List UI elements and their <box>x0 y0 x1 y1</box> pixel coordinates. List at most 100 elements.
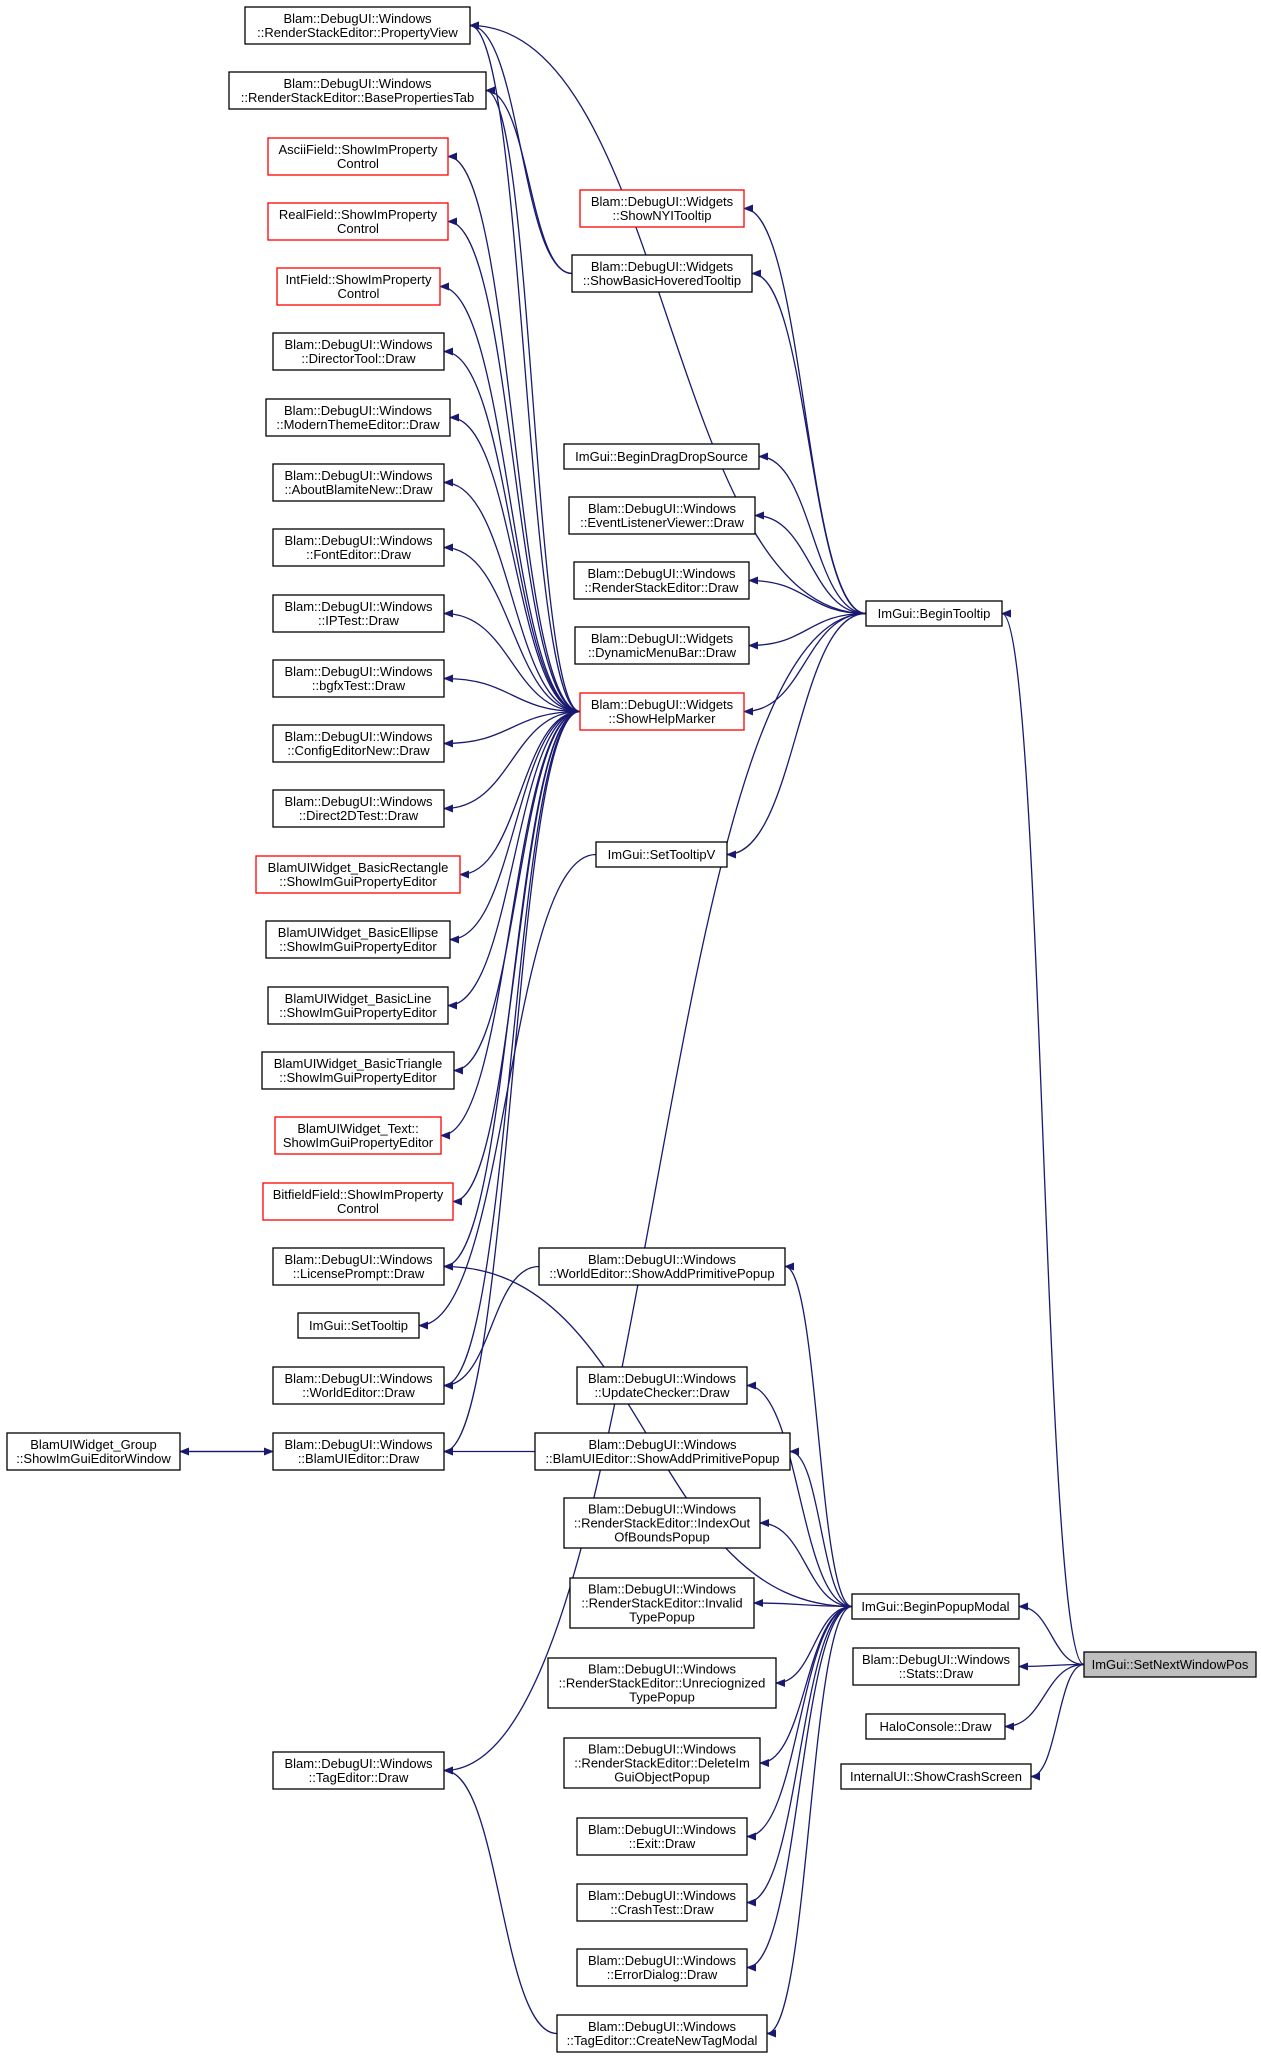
node-box-fonteditor[interactable] <box>272 528 445 567</box>
node-exitdraw[interactable]: Blam::DebugUI::Windows::Exit::Draw <box>576 1817 748 1856</box>
node-box-realfield[interactable] <box>267 202 449 241</box>
node-showcrashscreen[interactable]: InternalUI::ShowCrashScreen <box>840 1763 1032 1790</box>
node-setnextwindowpos[interactable]: ImGui::SetNextWindowPos <box>1083 1651 1257 1678</box>
node-errordialog[interactable]: Blam::DebugUI::Windows::ErrorDialog::Dra… <box>576 1948 748 1987</box>
node-box-worldaddprim[interactable] <box>538 1247 786 1286</box>
node-box-basicline[interactable] <box>267 986 449 1025</box>
node-box-blamuieditordraw[interactable] <box>272 1432 445 1471</box>
node-eventlistener[interactable]: Blam::DebugUI::Windows::EventListenerVie… <box>568 496 756 535</box>
node-bgfxtest[interactable]: Blam::DebugUI::Windows::bgfxTest::Draw <box>272 659 445 698</box>
node-directortool[interactable]: Blam::DebugUI::Windows::DirectorTool::Dr… <box>272 332 445 371</box>
node-worldeditordraw[interactable]: Blam::DebugUI::Windows::WorldEditor::Dra… <box>272 1366 445 1405</box>
node-box-asciifield[interactable] <box>267 137 449 176</box>
node-box-basictriangle[interactable] <box>261 1051 455 1090</box>
node-box-haloconsole[interactable] <box>865 1713 1006 1740</box>
node-crashtest[interactable]: Blam::DebugUI::Windows::CrashTest::Draw <box>576 1883 748 1922</box>
node-shownyitooltip[interactable]: Blam::DebugUI::Widgets::ShowNYITooltip <box>579 189 745 228</box>
node-box-dynamicmenubar[interactable] <box>574 626 750 665</box>
node-box-showhelpmarker[interactable] <box>579 692 745 731</box>
node-beginpopupmodal[interactable]: ImGui::BeginPopupModal <box>851 1593 1020 1620</box>
node-box-shownyitooltip[interactable] <box>579 189 745 228</box>
node-basicline[interactable]: BlamUIWidget_BasicLine::ShowImGuiPropert… <box>267 986 449 1025</box>
node-box-showcrashscreen[interactable] <box>840 1763 1032 1790</box>
node-box-eventlistener[interactable] <box>568 496 756 535</box>
node-tageditordraw[interactable]: Blam::DebugUI::Windows::TagEditor::Draw <box>272 1751 445 1790</box>
node-box-showbasichovered[interactable] <box>571 254 753 293</box>
node-box-widgetgroup[interactable] <box>6 1432 181 1471</box>
node-box-propertyview[interactable] <box>244 6 471 45</box>
node-box-errordialog[interactable] <box>576 1948 748 1987</box>
node-box-directortool[interactable] <box>272 332 445 371</box>
node-widgettext[interactable]: BlamUIWidget_Text::ShowImGuiPropertyEdit… <box>274 1116 442 1155</box>
node-box-bgfxtest[interactable] <box>272 659 445 698</box>
node-statsdraw[interactable]: Blam::DebugUI::Windows::Stats::Draw <box>852 1647 1020 1686</box>
node-box-begintooltip[interactable] <box>865 600 1003 627</box>
node-box-intfield[interactable] <box>276 267 441 306</box>
node-licenseprompt[interactable]: Blam::DebugUI::Windows::LicensePrompt::D… <box>272 1247 445 1286</box>
node-begintooltip[interactable]: ImGui::BeginTooltip <box>865 600 1003 627</box>
node-unrecognized[interactable]: Blam::DebugUI::Windows::RenderStackEdito… <box>547 1657 777 1709</box>
node-box-direct2dtest[interactable] <box>272 789 445 828</box>
node-box-setnextwindowpos[interactable] <box>1083 1651 1257 1678</box>
node-renderstackdraw[interactable]: Blam::DebugUI::Windows::RenderStackEdito… <box>573 561 750 600</box>
node-box-deleteimgui[interactable] <box>563 1737 761 1789</box>
node-box-statsdraw[interactable] <box>852 1647 1020 1686</box>
node-updatechecker[interactable]: Blam::DebugUI::Windows::UpdateChecker::D… <box>576 1366 748 1405</box>
node-propertyview[interactable]: Blam::DebugUI::Windows::RenderStackEdito… <box>244 6 471 45</box>
node-invalidtype[interactable]: Blam::DebugUI::Windows::RenderStackEdito… <box>569 1577 755 1629</box>
node-box-configeditornew[interactable] <box>272 724 445 763</box>
node-basicellipse[interactable]: BlamUIWidget_BasicEllipse::ShowImGuiProp… <box>265 920 451 959</box>
node-showbasichovered[interactable]: Blam::DebugUI::Widgets::ShowBasicHovered… <box>571 254 753 293</box>
node-box-tageditordraw[interactable] <box>272 1751 445 1790</box>
node-box-modernthemeeditor[interactable] <box>265 398 451 437</box>
node-box-basicellipse[interactable] <box>265 920 451 959</box>
node-box-aboutblamitenew[interactable] <box>272 463 445 502</box>
node-box-exitdraw[interactable] <box>576 1817 748 1856</box>
node-blamuieditordraw[interactable]: Blam::DebugUI::Windows::BlamUIEditor::Dr… <box>272 1432 445 1471</box>
node-box-licenseprompt[interactable] <box>272 1247 445 1286</box>
node-direct2dtest[interactable]: Blam::DebugUI::Windows::Direct2DTest::Dr… <box>272 789 445 828</box>
node-box-invalidtype[interactable] <box>569 1577 755 1629</box>
node-settooltipv[interactable]: ImGui::SetTooltipV <box>595 841 728 868</box>
node-basictriangle[interactable]: BlamUIWidget_BasicTriangle::ShowImGuiPro… <box>261 1051 455 1090</box>
node-box-beginpopupmodal[interactable] <box>851 1593 1020 1620</box>
node-fonteditor[interactable]: Blam::DebugUI::Windows::FontEditor::Draw <box>272 528 445 567</box>
node-blamuiaddprim[interactable]: Blam::DebugUI::Windows::BlamUIEditor::Sh… <box>534 1432 791 1471</box>
node-box-worldeditordraw[interactable] <box>272 1366 445 1405</box>
node-showhelpmarker[interactable]: Blam::DebugUI::Widgets::ShowHelpMarker <box>579 692 745 731</box>
node-basicrectangle[interactable]: BlamUIWidget_BasicRectangle::ShowImGuiPr… <box>255 855 461 894</box>
node-box-indexoutofbounds[interactable] <box>563 1497 761 1549</box>
node-worldaddprim[interactable]: Blam::DebugUI::Windows::WorldEditor::Sho… <box>538 1247 786 1286</box>
node-box-blamuiaddprim[interactable] <box>534 1432 791 1471</box>
node-begindragdrop[interactable]: ImGui::BeginDragDropSource <box>563 443 760 470</box>
node-box-renderstackdraw[interactable] <box>573 561 750 600</box>
node-dynamicmenubar[interactable]: Blam::DebugUI::Widgets::DynamicMenuBar::… <box>574 626 750 665</box>
node-modernthemeeditor[interactable]: Blam::DebugUI::Windows::ModernThemeEdito… <box>265 398 451 437</box>
node-box-widgettext[interactable] <box>274 1116 442 1155</box>
node-indexoutofbounds[interactable]: Blam::DebugUI::Windows::RenderStackEdito… <box>563 1497 761 1549</box>
node-widgetgroup[interactable]: BlamUIWidget_Group::ShowImGuiEditorWindo… <box>6 1432 181 1471</box>
node-box-createnewtag[interactable] <box>556 2014 768 2053</box>
node-haloconsole[interactable]: HaloConsole::Draw <box>865 1713 1006 1740</box>
node-box-begindragdrop[interactable] <box>563 443 760 470</box>
node-createnewtag[interactable]: Blam::DebugUI::Windows::TagEditor::Creat… <box>556 2014 768 2053</box>
node-box-basepropertiestab[interactable] <box>228 71 487 110</box>
node-box-iptest[interactable] <box>272 594 445 633</box>
node-aboutblamitenew[interactable]: Blam::DebugUI::Windows::AboutBlamiteNew:… <box>272 463 445 502</box>
node-box-basicrectangle[interactable] <box>255 855 461 894</box>
node-box-bitfieldfield[interactable] <box>262 1182 454 1221</box>
node-settooltip[interactable]: ImGui::SetTooltip <box>297 1312 420 1339</box>
node-box-crashtest[interactable] <box>576 1883 748 1922</box>
node-box-updatechecker[interactable] <box>576 1366 748 1405</box>
node-box-settooltipv[interactable] <box>595 841 728 868</box>
node-iptest[interactable]: Blam::DebugUI::Windows::IPTest::Draw <box>272 594 445 633</box>
node-deleteimgui[interactable]: Blam::DebugUI::Windows::RenderStackEdito… <box>563 1737 761 1789</box>
node-configeditornew[interactable]: Blam::DebugUI::Windows::ConfigEditorNew:… <box>272 724 445 763</box>
node-box-settooltip[interactable] <box>297 1312 420 1339</box>
node-box-unrecognized[interactable] <box>547 1657 777 1709</box>
node-basepropertiestab[interactable]: Blam::DebugUI::Windows::RenderStackEdito… <box>228 71 487 110</box>
